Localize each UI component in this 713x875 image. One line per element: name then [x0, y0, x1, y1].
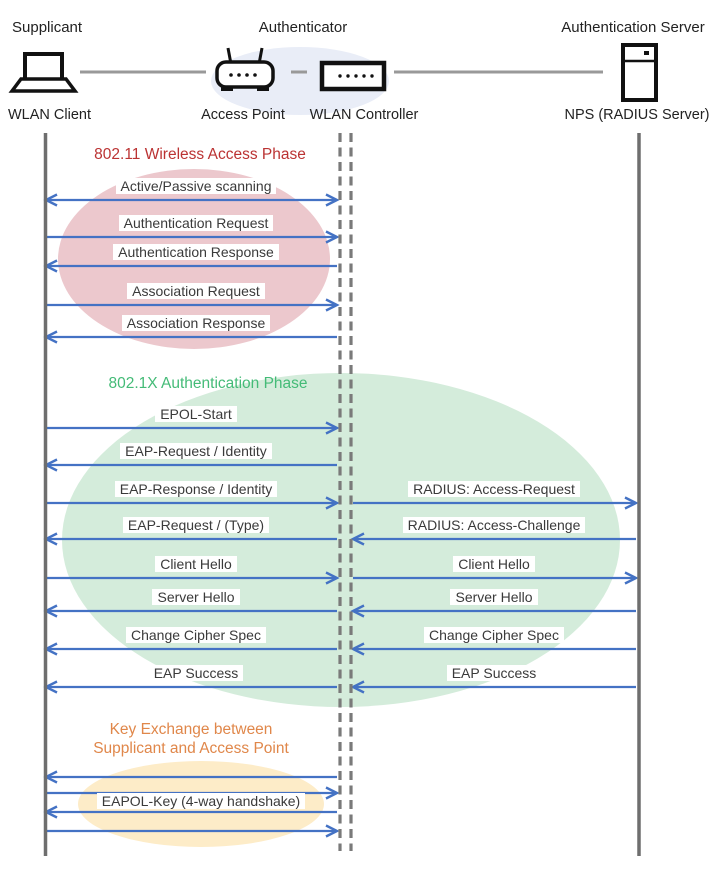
message-label-text: Change Cipher Spec — [424, 627, 564, 643]
message-arrow — [46, 298, 340, 312]
message-label: Authentication Response — [46, 243, 346, 261]
laptop-icon — [8, 52, 79, 93]
key-exchange-label: EAPOL-Key (4-way handshake) — [51, 792, 351, 810]
message-label-text: Active/Passive scanning — [115, 178, 277, 194]
role-label-authentication-server: Authentication Server — [561, 19, 705, 36]
message-label: Authentication Request — [46, 214, 346, 232]
message-label-text: Server Hello — [152, 589, 240, 605]
arrowhead — [350, 532, 365, 546]
message-label: Association Response — [46, 314, 346, 332]
message-label-text: Authentication Request — [118, 215, 274, 231]
phase-title-wireless: 802.11 Wireless Access Phase — [94, 146, 306, 163]
message-label-text: EAP-Request / (Type) — [122, 517, 270, 533]
message-label-text: EAP-Response / Identity — [114, 481, 278, 497]
message-label: EAP-Response / Identity — [46, 480, 346, 498]
message-label-text: EAP Success — [148, 665, 244, 681]
message-label: EAP Success — [344, 664, 644, 682]
message-arrow — [46, 571, 340, 585]
key-exchange-label-text: EAPOL-Key (4-way handshake) — [96, 793, 306, 809]
arrowhead — [325, 824, 340, 838]
message-label-text: Association Request — [127, 283, 265, 299]
device-label-wlan-controller: WLAN Controller — [309, 107, 419, 123]
message-label: EAP Success — [46, 664, 346, 682]
arrowhead — [325, 193, 340, 207]
server-icon — [621, 43, 658, 102]
message-label: RADIUS: Access-Challenge — [344, 516, 644, 534]
message-arrow — [46, 421, 340, 435]
role-label-supplicant: Supplicant — [12, 19, 83, 36]
arrowhead — [325, 786, 340, 800]
key-exchange-arrow — [46, 824, 340, 838]
message-label-text: Association Response — [121, 315, 271, 331]
message-label-text: Change Cipher Spec — [126, 627, 266, 643]
message-label-text: RADIUS: Access-Challenge — [402, 517, 586, 533]
message-label-text: EPOL-Start — [155, 406, 237, 422]
message-label-text: Server Hello — [450, 589, 538, 605]
message-label-text: EAP-Request / Identity — [120, 443, 272, 459]
message-label: Server Hello — [344, 588, 644, 606]
message-arrow — [350, 642, 636, 656]
arrowhead — [325, 421, 340, 435]
message-label: EAP-Request / Identity — [46, 442, 346, 460]
message-label: Active/Passive scanning — [46, 177, 346, 195]
message-arrow — [350, 532, 636, 546]
message-label: EPOL-Start — [46, 405, 346, 423]
message-arrow — [350, 680, 636, 694]
arrowhead — [624, 496, 639, 510]
phase-title-key-exchange-line2: Supplicant and Access Point — [93, 740, 289, 757]
phase-title-dot1x: 802.1X Authentication Phase — [108, 375, 308, 392]
device-label-access-point: Access Point — [201, 107, 285, 123]
message-label: Client Hello — [344, 555, 644, 573]
arrowhead — [624, 571, 639, 585]
device-label-wlan-client: WLAN Client — [8, 107, 91, 123]
message-arrow — [353, 496, 639, 510]
arrowhead — [325, 496, 340, 510]
message-label-text: Client Hello — [453, 556, 535, 572]
role-label-authenticator: Authenticator — [258, 19, 348, 36]
message-label: RADIUS: Access-Request — [344, 480, 644, 498]
message-label: Change Cipher Spec — [46, 626, 346, 644]
message-label: Change Cipher Spec — [344, 626, 644, 644]
message-label-text: Client Hello — [155, 556, 237, 572]
message-label: Server Hello — [46, 588, 346, 606]
controller-box-icon — [319, 60, 387, 92]
arrowhead — [350, 642, 365, 656]
message-label-text: EAP Success — [446, 665, 542, 681]
device-label-nps: NPS (RADIUS Server) — [564, 107, 710, 123]
message-arrow — [353, 571, 639, 585]
message-label: EAP-Request / (Type) — [46, 516, 346, 534]
message-label: Association Request — [46, 282, 346, 300]
message-arrow — [46, 230, 340, 244]
arrowhead — [350, 680, 365, 694]
arrowhead — [325, 230, 340, 244]
message-arrow — [350, 604, 636, 618]
wireless-router-icon — [215, 47, 275, 91]
message-label-text: RADIUS: Access-Request — [408, 481, 580, 497]
arrowhead — [325, 571, 340, 585]
lifelines — [43, 133, 641, 856]
arrowhead — [325, 298, 340, 312]
phase-title-key-exchange-line1: Key Exchange between — [109, 721, 273, 738]
arrowhead — [350, 604, 365, 618]
message-label-text: Authentication Response — [113, 244, 279, 260]
message-arrow — [46, 496, 340, 510]
message-label: Client Hello — [46, 555, 346, 573]
